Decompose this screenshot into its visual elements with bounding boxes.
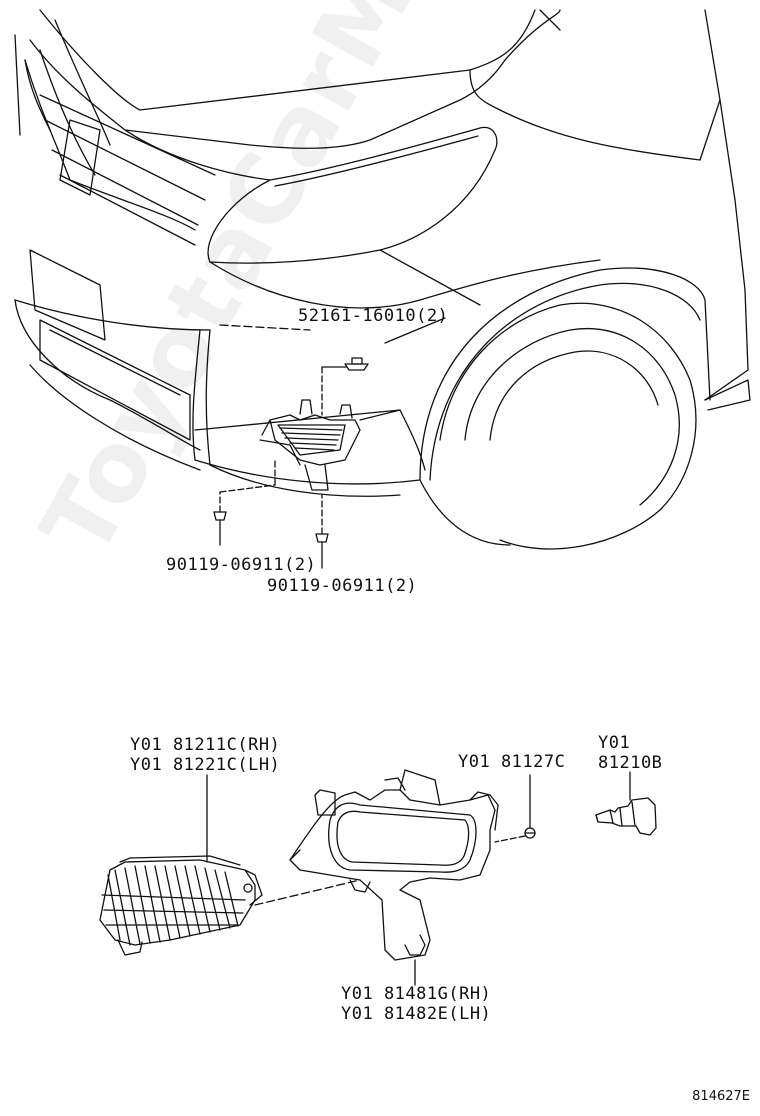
label-bulb-line2: 81210B <box>598 753 663 773</box>
label-screw-left: 90119-06911(2) <box>166 555 317 575</box>
screw-lower-right <box>315 494 329 569</box>
drawing-code: 814627E <box>692 1089 750 1104</box>
screw-upper <box>321 357 369 416</box>
label-fog-lamp: Y01 81211C(RH) Y01 81221C(LH) <box>130 735 280 775</box>
label-cover-lh: Y01 81482E(LH) <box>341 1004 492 1024</box>
bulb <box>595 771 657 836</box>
leader-fog-lamp-dash <box>254 879 361 906</box>
label-bracket-upper: 52161-16010(2) <box>298 306 449 326</box>
label-bulb: Y01 81210B <box>598 733 662 773</box>
fog-lamp-cover <box>289 769 499 961</box>
fog-lamp-assembly <box>99 855 263 956</box>
label-screw-right: 90119-06911(2) <box>267 576 418 596</box>
clip <box>494 774 536 843</box>
label-cover: Y01 81481G(RH) Y01 81482E(LH) <box>341 984 491 1024</box>
leader-lines-upper <box>219 317 446 344</box>
label-fog-lamp-lh: Y01 81221C(LH) <box>130 755 281 775</box>
label-bulb-line1: Y01 <box>598 733 631 753</box>
screw-lower-left <box>213 459 276 546</box>
car-front-illustration <box>14 9 751 550</box>
label-cover-rh: Y01 81481G(RH) <box>341 984 492 1004</box>
label-fog-lamp-rh: Y01 81211C(RH) <box>130 735 281 755</box>
label-clip: Y01 81127C <box>458 752 566 772</box>
